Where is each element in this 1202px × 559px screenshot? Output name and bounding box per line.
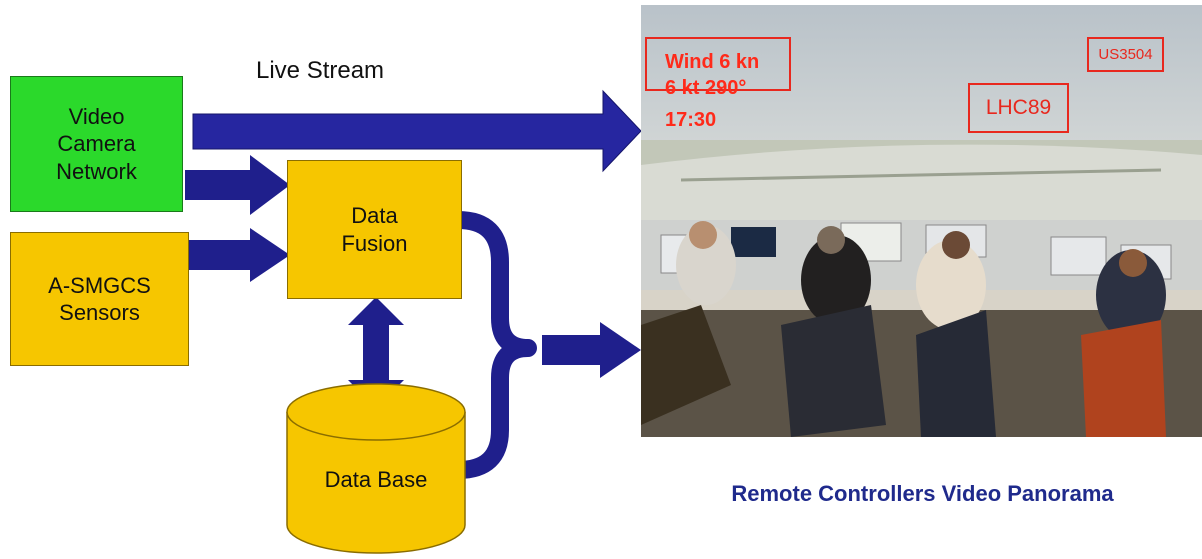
merge-brace: [449, 211, 537, 479]
panorama-scene: [641, 5, 1202, 437]
data-fusion-label: Data Fusion: [341, 203, 408, 256]
panorama-caption: Remote Controllers Video Panorama: [731, 481, 1114, 506]
callsign-us3504-tag: US3504: [1087, 37, 1164, 72]
asmgcs-sensors-box: A-SMGCS Sensors: [10, 232, 189, 366]
fusion-database-arrow: [348, 297, 404, 408]
camera-to-fusion-arrow: [185, 155, 290, 215]
live-stream-label: Live Stream: [256, 57, 385, 84]
database-cylinder: [286, 383, 466, 554]
video-camera-network-box: Video Camera Network: [10, 76, 183, 212]
live-stream-arrow: [192, 89, 642, 173]
wind-speed-text: Wind 6 kn: [665, 51, 760, 73]
brace-to-panorama-arrow: [542, 322, 641, 378]
data-fusion-box: Data Fusion: [287, 160, 462, 299]
wind-direction-text: 6 kt 290°: [665, 77, 747, 99]
wind-callout-frame: [645, 37, 791, 91]
data-base-label: Data Base: [324, 467, 428, 492]
video-camera-network-label: Video Camera Network: [56, 103, 137, 184]
asmgcs-sensors-label: A-SMGCS Sensors: [48, 272, 151, 326]
time-text: 17:30: [665, 109, 717, 131]
callsign-lhc89-tag: LHC89: [968, 83, 1069, 133]
controllers-video-panorama-photo: Wind 6 kn 6 kt 290° 17:30 US3504 LHC89: [641, 5, 1202, 437]
sensors-to-fusion-arrow: [189, 228, 290, 282]
